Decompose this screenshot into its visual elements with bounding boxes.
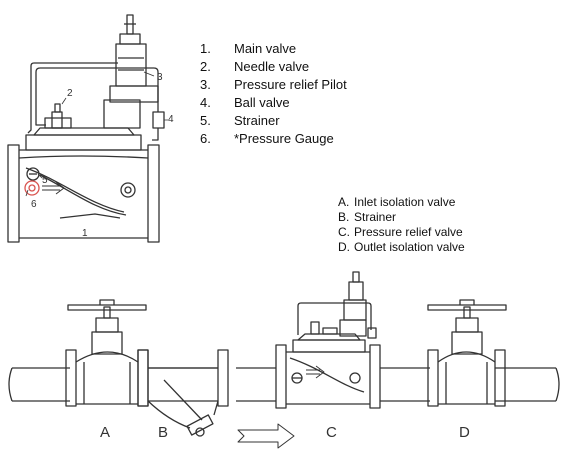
- legend-text: Main valve: [234, 41, 297, 56]
- label-c: C: [326, 424, 337, 441]
- legend-text: Pressure relief Pilot: [234, 77, 347, 92]
- legend-key: 5.: [200, 113, 211, 128]
- label-a: A: [100, 424, 111, 441]
- component-legend: 1. Main valve 2. Needle valve 3. Pressure r…: [200, 40, 347, 148]
- main-valve-detail: [7, 14, 168, 243]
- legend-text: *Pressure Gauge: [234, 131, 334, 146]
- y-strainer-b: [137, 349, 229, 437]
- legend-key: 2.: [200, 59, 211, 74]
- legend-text: Ball valve: [234, 95, 290, 110]
- legend-key: B.: [338, 210, 350, 224]
- callout-4: 4: [168, 114, 174, 125]
- pilot-body: [103, 99, 141, 129]
- legend-key: D.: [338, 240, 350, 254]
- flow-arrow-small: [42, 181, 65, 195]
- label-d: D: [459, 424, 470, 441]
- gate-valve-a: [65, 299, 149, 407]
- system-legend: A. Inlet isolation valve B. Strainer C. Pre…: [338, 195, 465, 255]
- callout-2: 2: [67, 88, 73, 99]
- legend-item: 3. Pressure relief Pilot: [200, 76, 347, 94]
- handwheel-a: [67, 304, 147, 311]
- callout-3: 3: [157, 72, 163, 83]
- handwheel-d: [427, 304, 507, 311]
- pilot-tubing: [35, 67, 159, 112]
- callout-5: 5: [42, 175, 48, 186]
- gate-valve-d: [427, 299, 507, 407]
- legend-item: D. Outlet isolation valve: [338, 240, 465, 255]
- inlet-flange: [7, 144, 20, 243]
- inlet-pipe: [12, 367, 70, 402]
- pipeline: [8, 367, 560, 402]
- label-b: B: [158, 424, 169, 441]
- legend-key: 1.: [200, 41, 211, 56]
- legend-key: A.: [338, 195, 350, 209]
- outlet-flange: [147, 144, 160, 243]
- legend-item: 1. Main valve: [200, 40, 347, 58]
- legend-text: Inlet isolation valve: [354, 195, 456, 209]
- callout-6: 6: [31, 199, 37, 210]
- flow-arrow-icon: [237, 423, 295, 449]
- legend-item: 6. *Pressure Gauge: [200, 130, 347, 148]
- legend-text: Strainer: [354, 210, 397, 224]
- pressure-gauge: [24, 180, 40, 196]
- ball-valve: [152, 111, 165, 129]
- legend-text: Strainer: [234, 113, 280, 128]
- legend-text: Needle valve: [234, 59, 310, 74]
- legend-key: C.: [338, 225, 350, 239]
- legend-item: 5. Strainer: [200, 112, 347, 130]
- legend-item: 4. Ball valve: [200, 94, 347, 112]
- legend-item: B. Strainer: [338, 210, 465, 225]
- strainer: [26, 167, 40, 181]
- pressure-relief-valve-c: [275, 271, 381, 409]
- valve-body: [19, 149, 148, 239]
- legend-text: Outlet isolation valve: [354, 240, 465, 254]
- legend-item: A. Inlet isolation valve: [338, 195, 465, 210]
- outlet-pipe: [495, 367, 556, 402]
- legend-item: 2. Needle valve: [200, 58, 347, 76]
- legend-item: C. Pressure relief valve: [338, 225, 465, 240]
- needle-valve: [51, 111, 63, 129]
- legend-key: 6.: [200, 131, 211, 146]
- callout-1: 1: [82, 228, 88, 239]
- legend-key: 3.: [200, 77, 211, 92]
- legend-text: Pressure relief valve: [354, 225, 463, 239]
- legend-key: 4.: [200, 95, 211, 110]
- valve-bonnet: [25, 134, 142, 151]
